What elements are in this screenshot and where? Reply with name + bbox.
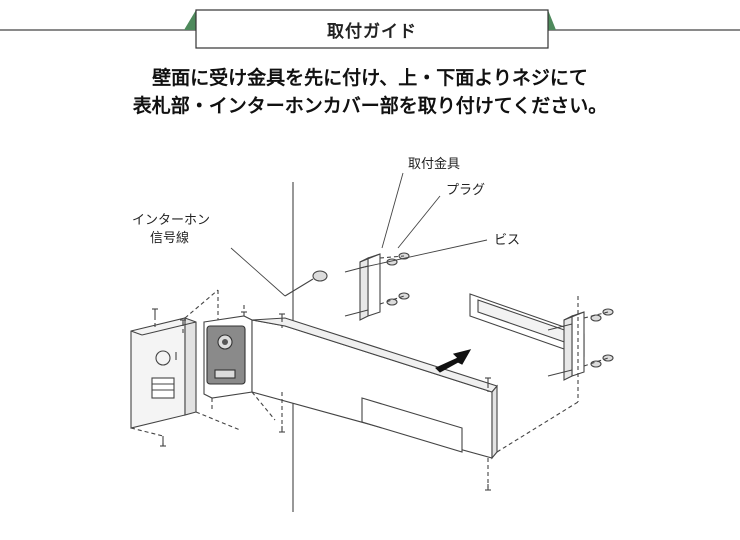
- panel-screws: [279, 313, 491, 491]
- nameplate-panel: [251, 317, 498, 460]
- label-bracket: 取付金具: [408, 156, 460, 172]
- bracket-right: [563, 311, 585, 381]
- leader-lines: [230, 172, 488, 297]
- intercom-guides: [211, 305, 276, 421]
- cover-screws: [152, 308, 186, 447]
- label-intercom-line-2: 信号線: [150, 230, 189, 246]
- bracket-top-guides: [379, 255, 405, 305]
- label-plug: プラグ: [446, 183, 485, 198]
- header-rule: [0, 9, 740, 49]
- bracket-right-guides: [577, 296, 609, 402]
- banner-corner-right: [548, 10, 556, 30]
- intercom-cover: [130, 317, 197, 429]
- label-screw: ビス: [494, 233, 520, 248]
- intercom-unit: [203, 315, 253, 399]
- instruction-line-2: 表札部・インターホンカバー部を取り付けてください。: [132, 95, 608, 117]
- banner-box: [195, 9, 549, 49]
- page-title: 取付ガイド: [327, 21, 417, 42]
- instruction-text: 壁面に受け金具を先に付け、上・下面よりネジにて 表札部・インターホンカバー部を取…: [60, 64, 680, 120]
- label-intercom-line-1: インターホン: [132, 213, 210, 228]
- signal-wire-plug: [284, 270, 328, 297]
- header-banner: 取付ガイド: [0, 0, 740, 60]
- installation-diagram: 取付金具 プラグ ビス インターホン 信号線: [130, 156, 614, 512]
- direction-arrow: [435, 349, 472, 373]
- banner-corner-left: [184, 10, 196, 30]
- instruction-line-1: 壁面に受け金具を先に付け、上・下面よりネジにて: [152, 67, 588, 89]
- bracket-top: [359, 253, 381, 321]
